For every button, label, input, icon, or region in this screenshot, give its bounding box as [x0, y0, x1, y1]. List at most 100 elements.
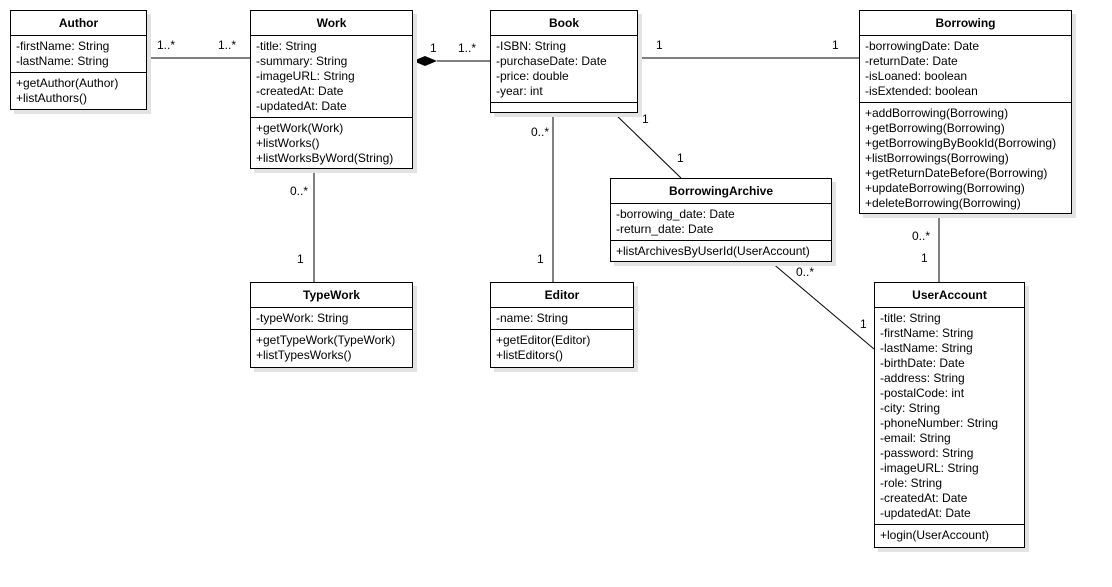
- methods-section: +addBorrowing(Borrowing) +getBorrowing(B…: [860, 103, 1071, 214]
- method: +updateBorrowing(Borrowing): [865, 181, 1025, 195]
- method: +listTypesWorks(): [256, 348, 352, 362]
- attributes-section: -title: String -summary: String -imageUR…: [251, 36, 412, 118]
- multiplicity-label: 0..*: [531, 125, 550, 139]
- attribute: -address: String: [880, 371, 965, 385]
- attribute: -purchaseDate: Date: [496, 54, 607, 68]
- link-archive-user: [770, 261, 875, 350]
- attribute: -createdAt: Date: [256, 84, 344, 98]
- multiplicity-label: 1: [537, 252, 544, 266]
- attribute: -borrowing_date: Date: [616, 207, 735, 221]
- method: +getReturnDateBefore(Borrowing): [865, 166, 1048, 180]
- class-book: Book -ISBN: String -purchaseDate: Date -…: [490, 10, 638, 113]
- class-name: TypeWork: [251, 283, 412, 308]
- method: +getWork(Work): [256, 121, 344, 135]
- attribute: -price: double: [496, 69, 569, 83]
- multiplicity-label: 0..*: [290, 184, 309, 198]
- attribute: -returnDate: Date: [865, 54, 958, 68]
- attribute: -updatedAt: Date: [256, 99, 347, 113]
- multiplicity-label: 1: [656, 38, 663, 52]
- attribute: -role: String: [880, 476, 943, 490]
- attribute: -borrowingDate: Date: [865, 39, 980, 53]
- class-name: Work: [251, 11, 412, 36]
- multiplicity-label: 1: [642, 112, 649, 126]
- methods-section: +login(UserAccount): [875, 525, 1024, 546]
- attributes-section: -borrowing_date: Date -return_date: Date: [611, 204, 831, 241]
- attribute: -email: String: [880, 431, 951, 445]
- class-borrowing: Borrowing -borrowingDate: Date -returnDa…: [859, 10, 1072, 214]
- multiplicity-label: 1..*: [157, 38, 176, 52]
- attribute: -updatedAt: Date: [880, 506, 971, 520]
- class-work: Work -title: String -summary: String -im…: [250, 10, 413, 169]
- multiplicity-label: 0..*: [912, 229, 931, 243]
- attribute: -typeWork: String: [256, 311, 349, 325]
- attribute: -imageURL: String: [880, 461, 979, 475]
- class-author: Author -firstName: String -lastName: Str…: [10, 10, 147, 110]
- multiplicity-label: 1: [832, 38, 839, 52]
- attribute: -year: int: [496, 84, 543, 98]
- method: +listArchivesByUserId(UserAccount): [616, 244, 810, 258]
- method: +getBorrowingByBookId(Borrowing): [865, 136, 1057, 150]
- methods-section: [491, 103, 637, 119]
- class-name: Editor: [491, 283, 633, 308]
- attribute: -createdAt: Date: [880, 491, 968, 505]
- attributes-section: -ISBN: String -purchaseDate: Date -price…: [491, 36, 637, 103]
- methods-section: +getWork(Work) +listWorks() +listWorksBy…: [251, 118, 412, 169]
- class-name: BorrowingArchive: [611, 179, 831, 204]
- class-name: Borrowing: [860, 11, 1071, 36]
- multiplicity-label: 1: [677, 151, 684, 165]
- method: +getBorrowing(Borrowing): [865, 121, 1005, 135]
- methods-section: +getAuthor(Author) +listAuthors(): [11, 73, 146, 109]
- method: +login(UserAccount): [880, 528, 990, 542]
- method: +listAuthors(): [16, 91, 88, 105]
- method: +getAuthor(Author): [16, 76, 119, 90]
- attributes-section: -borrowingDate: Date -returnDate: Date -…: [860, 36, 1071, 103]
- methods-section: +getTypeWork(TypeWork) +listTypesWorks(): [251, 330, 412, 366]
- link-book-archive: [613, 112, 682, 179]
- method: +deleteBorrowing(Borrowing): [865, 196, 1021, 210]
- class-name: Book: [491, 11, 637, 36]
- method: +listBorrowings(Borrowing): [865, 151, 1009, 165]
- attribute: -title: String: [256, 39, 317, 53]
- attribute: -imageURL: String: [256, 69, 355, 83]
- attribute: -city: String: [880, 401, 941, 415]
- multiplicity-label: 1: [921, 251, 928, 265]
- attribute: -summary: String: [256, 54, 348, 68]
- attribute: -lastName: String: [880, 341, 973, 355]
- multiplicity-label: 0..*: [796, 265, 815, 279]
- multiplicity-label: 1: [860, 317, 867, 331]
- attribute: -firstName: String: [880, 326, 974, 340]
- multiplicity-label: 1..*: [218, 38, 237, 52]
- method: +listEditors(): [496, 348, 564, 362]
- methods-section: +listArchivesByUserId(UserAccount): [611, 241, 831, 262]
- attribute: -phoneNumber: String: [880, 416, 999, 430]
- class-borrowing-archive: BorrowingArchive -borrowing_date: Date -…: [610, 178, 832, 262]
- attribute: -isLoaned: boolean: [865, 69, 968, 83]
- multiplicity-label: 1..*: [458, 41, 477, 55]
- class-name: UserAccount: [875, 283, 1024, 308]
- attributes-section: -typeWork: String: [251, 308, 412, 330]
- attribute: -lastName: String: [16, 54, 109, 68]
- attribute: -name: String: [496, 311, 569, 325]
- attribute: -ISBN: String: [496, 39, 567, 53]
- class-user-account: UserAccount -title: String -firstName: S…: [874, 282, 1025, 548]
- method: +listWorks(): [256, 136, 320, 150]
- attribute: -birthDate: Date: [880, 356, 965, 370]
- class-typework: TypeWork -typeWork: String +getTypeWork(…: [250, 282, 413, 368]
- composition-diamond: [413, 56, 437, 66]
- multiplicity-label: 1: [430, 41, 437, 55]
- attribute: -password: String: [880, 446, 974, 460]
- attribute: -firstName: String: [16, 39, 110, 53]
- class-name: Author: [11, 11, 146, 36]
- method: +listWorksByWord(String): [256, 151, 394, 165]
- method: +getEditor(Editor): [496, 333, 591, 347]
- class-editor: Editor -name: String +getEditor(Editor) …: [490, 282, 634, 368]
- attributes-section: -title: String -firstName: String -lastN…: [875, 308, 1024, 525]
- method: +addBorrowing(Borrowing): [865, 106, 1009, 120]
- method: +getTypeWork(TypeWork): [256, 333, 396, 347]
- attribute: -postalCode: int: [880, 386, 965, 400]
- attribute: -isExtended: boolean: [865, 84, 978, 98]
- attributes-section: -name: String: [491, 308, 633, 330]
- attribute: -title: String: [880, 311, 941, 325]
- methods-section: +getEditor(Editor) +listEditors(): [491, 330, 633, 366]
